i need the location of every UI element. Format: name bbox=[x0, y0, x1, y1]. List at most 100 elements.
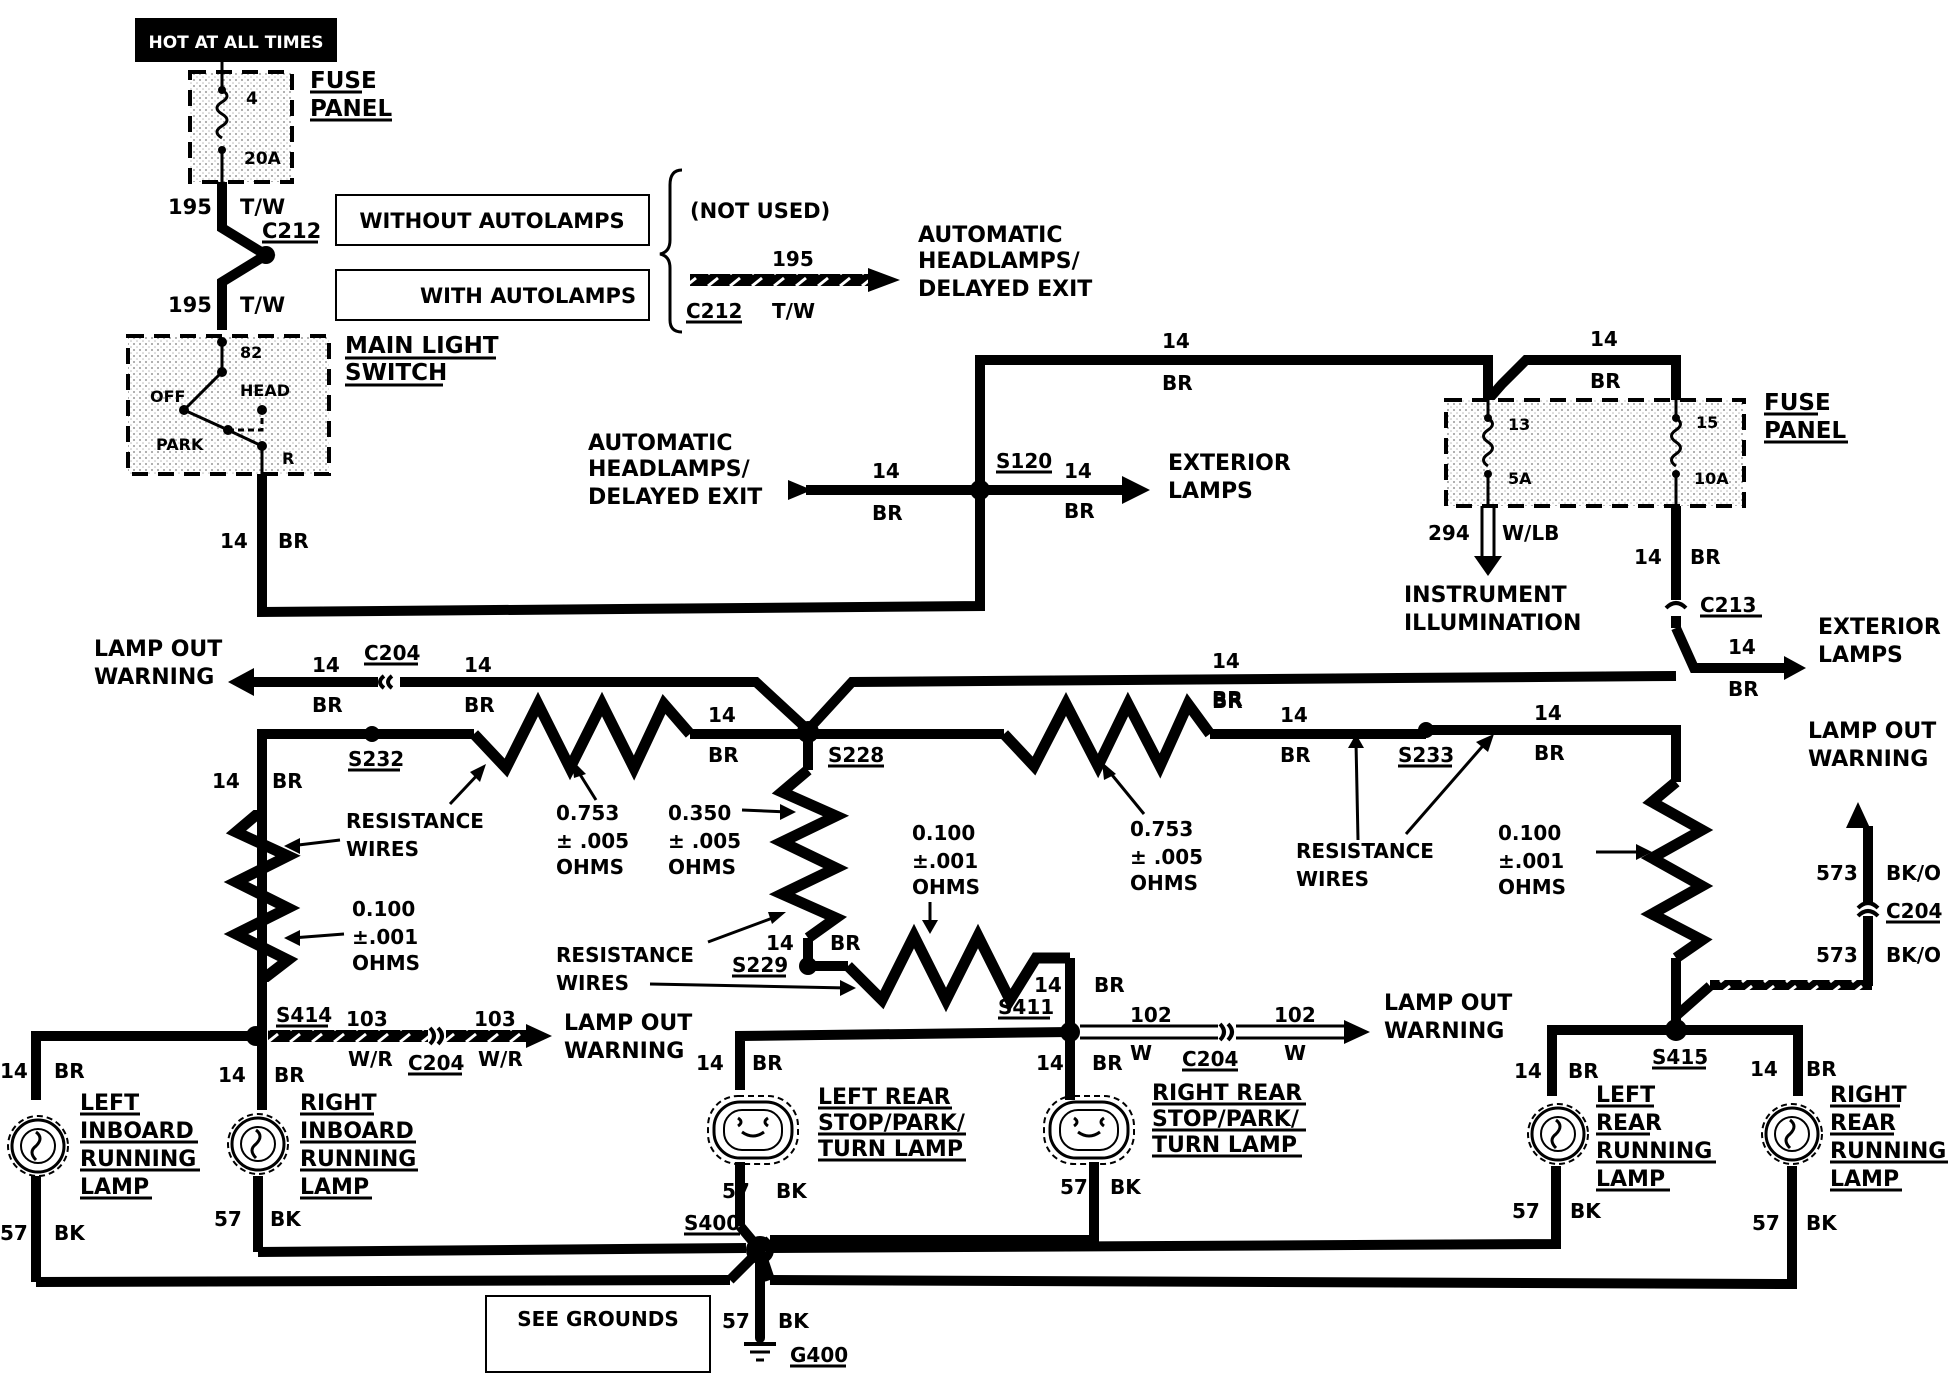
gauge-14-label-18: 14 bbox=[218, 1063, 246, 1087]
c204-connector-label-2: C204 bbox=[1886, 899, 1942, 923]
lamp-out-warning-top-left-1: LAMP OUT bbox=[94, 637, 222, 662]
resistance-ohms-0753-right: OHMS bbox=[1130, 871, 1198, 895]
fuse-panel-top: 4 20A bbox=[188, 70, 294, 184]
c204-connector-label-3: C204 bbox=[408, 1051, 464, 1075]
gauge-57-label-2: 57 bbox=[1060, 1175, 1088, 1199]
see-grounds-text: SEE GROUNDS bbox=[517, 1307, 679, 1331]
left-inboard-running-lamp-icon bbox=[7, 1115, 69, 1177]
fuse-number-13: 13 bbox=[1508, 415, 1530, 434]
wire-color-br-label-11: BR bbox=[1280, 743, 1311, 767]
resistance-wires-label-2a: RESISTANCE bbox=[1296, 839, 1434, 863]
resistance-wires-label-3b: WIRES bbox=[556, 971, 629, 995]
wire-color-br-label-3: BR bbox=[872, 501, 903, 525]
c212-connector-label-2: C212 bbox=[686, 299, 742, 323]
lamp-out-warning-top-left-2: WARNING bbox=[94, 665, 214, 690]
right-rear-stop-lamp-label-1: RIGHT REAR bbox=[1152, 1081, 1302, 1106]
wire-color-br-label-18: BR bbox=[54, 1059, 85, 1083]
circuit-294-label: 294 bbox=[1428, 521, 1470, 545]
wire-color-br-label-2: BR bbox=[1162, 371, 1193, 395]
lamp-out-warning-right-2: WARNING bbox=[1808, 747, 1928, 772]
right-inboard-lamp-label-2: INBOARD bbox=[300, 1119, 414, 1144]
right-rear-stop-lamp-label-3: TURN LAMP bbox=[1152, 1133, 1297, 1158]
wire-color-br-label-4: BR bbox=[1064, 499, 1095, 523]
automatic-headlamps-top-3: DELAYED EXIT bbox=[918, 277, 1092, 302]
circuit-103-label-2: 103 bbox=[474, 1007, 516, 1031]
fuse-panel-right-label: FUSE bbox=[1764, 390, 1831, 416]
resistance-ohms-left: OHMS bbox=[352, 951, 420, 975]
not-used-label: (NOT USED) bbox=[690, 199, 830, 223]
splice-s411-label: S411 bbox=[998, 995, 1054, 1019]
right-rear-running-lamp-label-4: LAMP bbox=[1830, 1167, 1899, 1192]
wire-color-tw-label-3: T/W bbox=[772, 299, 815, 323]
exterior-lamps-right-1: EXTERIOR bbox=[1818, 615, 1941, 640]
wire-color-bk-label-3: BK bbox=[270, 1207, 302, 1231]
splice-s414-label: S414 bbox=[276, 1003, 332, 1027]
left-rear-stop-lamp-label-1: LEFT REAR bbox=[818, 1085, 951, 1110]
resistance-tol-005-mid: ± .005 bbox=[668, 829, 741, 853]
c204-connector-label-4: C204 bbox=[1182, 1047, 1238, 1071]
wire-color-br-label-6: BR bbox=[1690, 545, 1721, 569]
lamp-out-warning-mid-left-2: WARNING bbox=[564, 1039, 684, 1064]
resistance-tol-001-right: ±.001 bbox=[1498, 849, 1564, 873]
wire-color-br-label-22: BR bbox=[1568, 1059, 1599, 1083]
wire-color-br-label-23: BR bbox=[1806, 1057, 1837, 1081]
switch-head-label: HEAD bbox=[240, 381, 290, 400]
gauge-57-label-7: 57 bbox=[722, 1309, 750, 1333]
circuit-102-label: 102 bbox=[1130, 1003, 1172, 1027]
left-rear-running-lamp-label-1: LEFT bbox=[1596, 1083, 1655, 1108]
fuse-panel-top-label: FUSE bbox=[310, 68, 377, 94]
c204-connector-label: C204 bbox=[364, 641, 420, 665]
main-light-switch-label-2: SWITCH bbox=[345, 360, 447, 386]
resistance-ohms-0100-right: OHMS bbox=[1498, 875, 1566, 899]
gauge-14-label-6: 14 bbox=[1634, 545, 1662, 569]
resistance-ohms-0350: OHMS bbox=[668, 855, 736, 879]
resistance-ohms-0100-mid: OHMS bbox=[912, 875, 980, 899]
wire-color-bko-label: BK/O bbox=[1886, 861, 1941, 885]
resistance-tol-005-left: ± .005 bbox=[556, 829, 629, 853]
wire-color-br-label-19: BR bbox=[274, 1063, 305, 1087]
gauge-14-label-2: 14 bbox=[1162, 329, 1190, 353]
lamp-out-warning-mid-right-1: LAMP OUT bbox=[1384, 991, 1512, 1016]
circuit-102-label-2: 102 bbox=[1274, 1003, 1316, 1027]
see-grounds-box: SEE GROUNDS bbox=[485, 1295, 711, 1373]
left-inboard-lamp-label-3: RUNNING bbox=[80, 1147, 196, 1172]
left-rear-stop-lamp-label-3: TURN LAMP bbox=[818, 1137, 963, 1162]
lamp-out-warning-mid-left-1: LAMP OUT bbox=[564, 1011, 692, 1036]
left-inboard-lamp-label-4: LAMP bbox=[80, 1175, 149, 1200]
right-inboard-running-lamp-icon bbox=[227, 1113, 289, 1175]
gauge-57-label-6: 57 bbox=[1752, 1211, 1780, 1235]
splice-s415-label: S415 bbox=[1652, 1045, 1708, 1069]
resistance-wires-label-2b: WIRES bbox=[1296, 867, 1369, 891]
circuit-573-label-2: 573 bbox=[1816, 943, 1858, 967]
hot-at-all-times-tag: HOT AT ALL TIMES bbox=[135, 18, 337, 62]
gauge-57-label: 57 bbox=[722, 1179, 750, 1203]
wire-color-bk-label-6: BK bbox=[1806, 1211, 1838, 1235]
gauge-14-label-20: 14 bbox=[1036, 1051, 1064, 1075]
without-autolamps-text: WITHOUT AUTOLAMPS bbox=[359, 209, 624, 233]
hot-at-all-times-text: HOT AT ALL TIMES bbox=[149, 33, 324, 53]
instrument-illumination-1: INSTRUMENT bbox=[1404, 583, 1567, 608]
wire-color-wlb-label: W/LB bbox=[1502, 521, 1559, 545]
automatic-headlamps-mid-2: HEADLAMPS/ bbox=[588, 457, 751, 482]
wire-color-br-label-16: BR bbox=[830, 931, 861, 955]
exterior-lamps-mid-2: LAMPS bbox=[1168, 479, 1253, 504]
resistance-value-0100-right: 0.100 bbox=[1498, 821, 1561, 845]
gauge-14-label-3: 14 bbox=[872, 459, 900, 483]
gauge-14-label-17: 14 bbox=[0, 1059, 28, 1083]
gauge-14-label-5: 14 bbox=[1590, 327, 1618, 351]
gauge-57-label-3: 57 bbox=[214, 1207, 242, 1231]
gauge-14-label-16: 14 bbox=[1034, 973, 1062, 997]
c212-connector-label: C212 bbox=[262, 219, 321, 243]
ground-icon bbox=[744, 1333, 776, 1362]
resistance-tol-001-mid: ±.001 bbox=[912, 849, 978, 873]
wire-color-br-label-7: BR bbox=[1728, 677, 1759, 701]
circuit-195-label-2: 195 bbox=[168, 293, 212, 317]
fuse-panel-right-label-2: PANEL bbox=[1764, 418, 1847, 444]
switch-terminal-82: 82 bbox=[240, 343, 262, 362]
wire-color-bk-label-2: BK bbox=[1110, 1175, 1142, 1199]
splice-s120-label: S120 bbox=[996, 449, 1052, 473]
splice-s232-label: S232 bbox=[348, 747, 404, 771]
fuse-rating-20a: 20A bbox=[244, 149, 282, 169]
left-rear-stop-lamp-label-2: STOP/PARK/ bbox=[818, 1111, 966, 1136]
automatic-headlamps-mid-1: AUTOMATIC bbox=[588, 431, 732, 456]
